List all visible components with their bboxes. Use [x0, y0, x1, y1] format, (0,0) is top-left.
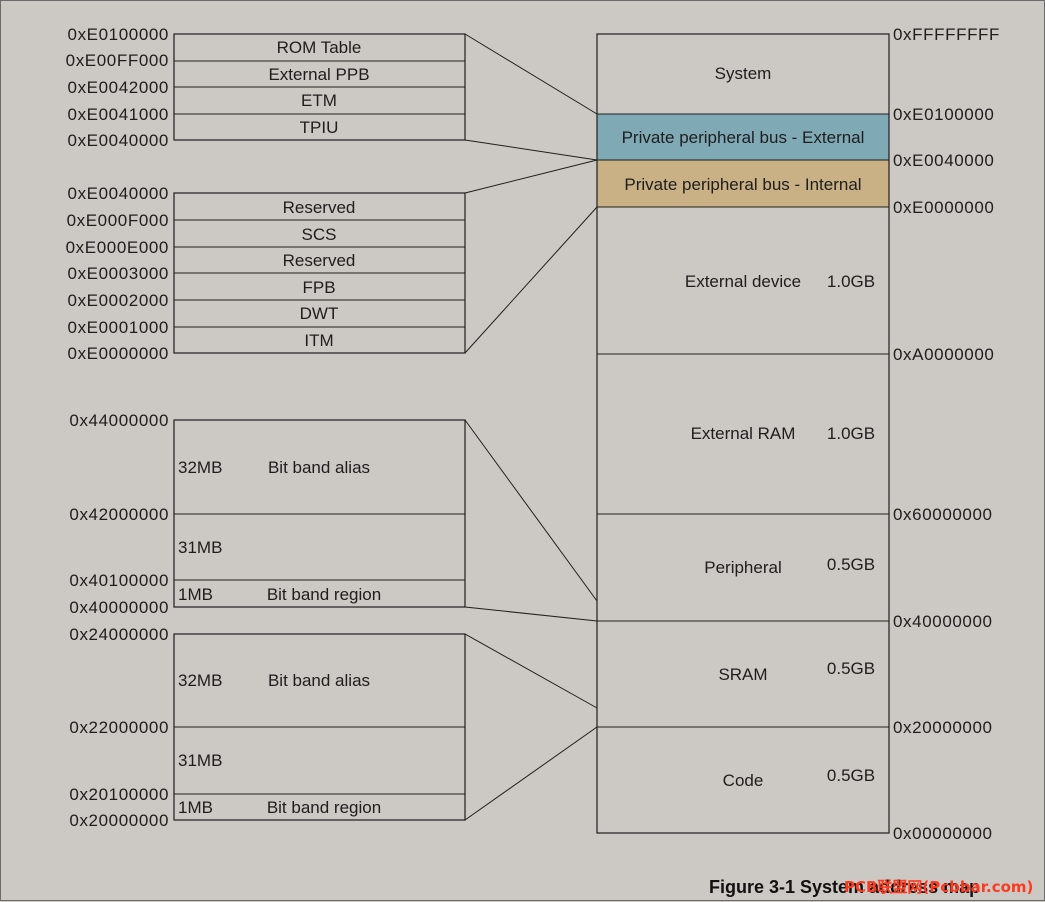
ppb-row-label: FPB [302, 278, 335, 297]
bitband-address: 0x24000000 [69, 625, 169, 644]
connector-line [464, 606, 598, 622]
ppb-internal-detail: Reserved SCS Reserved FPB DWT ITM 0xE004… [66, 184, 466, 363]
sram-bitband-detail: 32MB Bit band alias 31MB 1MB Bit band re… [69, 625, 466, 830]
ppb-address: 0xE0000000 [68, 344, 169, 363]
region-size-external-ram: 1.0GB [827, 424, 875, 443]
ppb-row-label: ETM [301, 91, 337, 110]
ppb-address: 0xE00FF000 [66, 51, 169, 70]
boundary-address: 0xE0100000 [893, 105, 994, 124]
bitband-label: Bit band region [267, 585, 381, 604]
region-size-external-device: 1.0GB [827, 272, 875, 291]
bitband-address: 0x44000000 [69, 411, 169, 430]
region-label-system: System [715, 64, 772, 83]
region-size-code: 0.5GB [827, 766, 875, 785]
ppb-row-label: External PPB [268, 65, 369, 84]
bitband-size: 31MB [178, 751, 222, 770]
bitband-size: 31MB [178, 538, 222, 557]
boundary-address: 0xE0000000 [893, 198, 994, 217]
connector-line [464, 206, 598, 354]
region-label-sram: SRAM [718, 665, 767, 684]
peripheral-bitband-detail: 32MB Bit band alias 31MB 1MB Bit band re… [69, 411, 466, 617]
connector-line [464, 726, 598, 821]
ppb-row-label: Reserved [283, 198, 356, 217]
connector-line [464, 33, 598, 115]
bitband-address: 0x42000000 [69, 505, 169, 524]
figure-caption: Figure 3-1 System address map [709, 877, 980, 897]
ppb-address: 0xE0100000 [68, 25, 169, 44]
boundary-address: 0xE0040000 [893, 151, 994, 170]
boundary-address: 0x00000000 [893, 824, 993, 843]
bitband-label: Bit band region [267, 798, 381, 817]
ppb-row-label: Reserved [283, 251, 356, 270]
ppb-address: 0xE0042000 [68, 78, 169, 97]
ppb-address: 0xE0041000 [68, 105, 169, 124]
ppb-row-label: ROM Table [277, 38, 362, 57]
connector-line [464, 633, 598, 709]
ppb-address: 0xE0040000 [68, 131, 169, 150]
region-ppb-internal [597, 160, 889, 207]
bitband-size: 32MB [178, 671, 222, 690]
ppb-address: 0xE000F000 [67, 211, 169, 230]
bitband-size: 1MB [178, 585, 213, 604]
bitband-address: 0x20100000 [69, 785, 169, 804]
connector-line [464, 159, 598, 194]
ppb-address: 0xE0002000 [68, 291, 169, 310]
ppb-row-label: SCS [302, 225, 337, 244]
region-size-sram: 0.5GB [827, 659, 875, 678]
ppb-address: 0xE0001000 [68, 318, 169, 337]
bitband-label: Bit band alias [268, 671, 370, 690]
bitband-address: 0x20000000 [69, 811, 169, 830]
ppb-row-label: DWT [300, 304, 339, 323]
ppb-row-label: TPIU [300, 118, 339, 137]
boundary-address: 0xA0000000 [893, 345, 994, 364]
main-memory-map: System Private peripheral bus - External… [596, 25, 1000, 843]
region-ppb-external [597, 114, 889, 160]
boundary-address: 0x40000000 [893, 612, 993, 631]
region-label-peripheral: Peripheral [704, 558, 782, 577]
bitband-address: 0x40000000 [69, 598, 169, 617]
bitband-size: 1MB [178, 798, 213, 817]
boundary-address: 0x20000000 [893, 718, 993, 737]
region-size-peripheral: 0.5GB [827, 555, 875, 574]
ppb-row-label: ITM [304, 331, 333, 350]
watermark: PCB联盟网(Pcbbar.com) [844, 878, 1033, 896]
region-label-external-ram: External RAM [691, 424, 796, 443]
region-label-code: Code [723, 771, 764, 790]
connector-lines [464, 33, 598, 821]
boundary-address: 0xFFFFFFFF [893, 25, 1000, 44]
connector-line [464, 139, 598, 161]
boundary-address: 0x60000000 [893, 505, 993, 524]
region-label-external-device: External device [685, 272, 801, 291]
bitband-address: 0x40100000 [69, 571, 169, 590]
ppb-address: 0xE0003000 [68, 264, 169, 283]
main-map-outline [596, 33, 890, 834]
ppb-address: 0xE000E000 [66, 238, 169, 257]
connector-line [464, 419, 598, 602]
ppb-address: 0xE0040000 [68, 184, 169, 203]
bitband-size: 32MB [178, 458, 222, 477]
ppb-external-detail: ROM Table External PPB ETM TPIU 0xE01000… [66, 25, 466, 150]
region-system [597, 34, 889, 114]
region-label-ppb-external: Private peripheral bus - External [622, 128, 865, 147]
bitband-label: Bit band alias [268, 458, 370, 477]
bitband-address: 0x22000000 [69, 718, 169, 737]
region-label-ppb-internal: Private peripheral bus - Internal [624, 175, 861, 194]
